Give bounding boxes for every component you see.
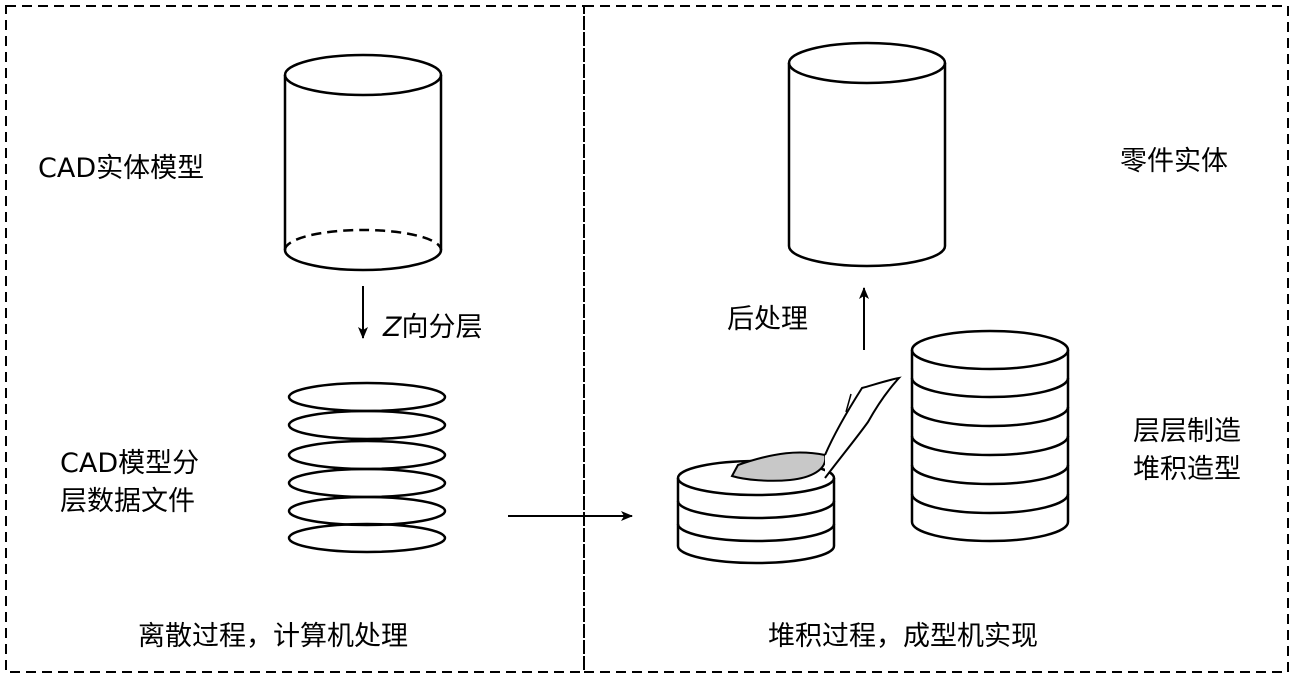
stack-layer-line xyxy=(910,435,1070,457)
layer-ring xyxy=(287,439,447,471)
layer-ring xyxy=(287,467,447,499)
part-label: 零件实体 xyxy=(1120,146,1228,177)
stack-layer-line xyxy=(910,464,1070,486)
deposited-sheet xyxy=(730,376,902,482)
layer-ring xyxy=(287,409,447,441)
building-disk xyxy=(676,459,836,565)
layered-stack xyxy=(910,329,1070,543)
slicing-label-text: 向分层 xyxy=(402,312,483,343)
stack-layer-line xyxy=(910,406,1070,428)
right-panel-frame xyxy=(583,5,1289,673)
sliced-layer-rings xyxy=(287,381,447,554)
layer-ring xyxy=(287,495,447,527)
layer-ring xyxy=(287,522,447,554)
left-panel-frame xyxy=(5,5,585,673)
layer-ring xyxy=(287,381,447,413)
left-caption: 离散过程，计算机处理 xyxy=(138,621,408,652)
cad-model-label: CAD实体模型 xyxy=(38,153,204,184)
cad-solid-cylinder xyxy=(283,53,443,272)
right-caption: 堆积过程，成型机实现 xyxy=(768,621,1038,652)
slicing-label-axis: Z xyxy=(382,312,402,343)
build-label-line2: 堆积造型 xyxy=(1133,454,1241,485)
layer-file-label-line2: 层数据文件 xyxy=(60,486,195,517)
stack-layer-line xyxy=(910,377,1070,399)
slicing-label: Z向分层 xyxy=(382,312,483,343)
finished-part-cylinder xyxy=(787,41,947,268)
layer-file-label-line1: CAD模型分 xyxy=(60,448,199,479)
postprocess-label: 后处理 xyxy=(727,304,808,335)
build-label-line1: 层层制造 xyxy=(1133,416,1241,447)
stack-layer-line xyxy=(910,493,1070,515)
